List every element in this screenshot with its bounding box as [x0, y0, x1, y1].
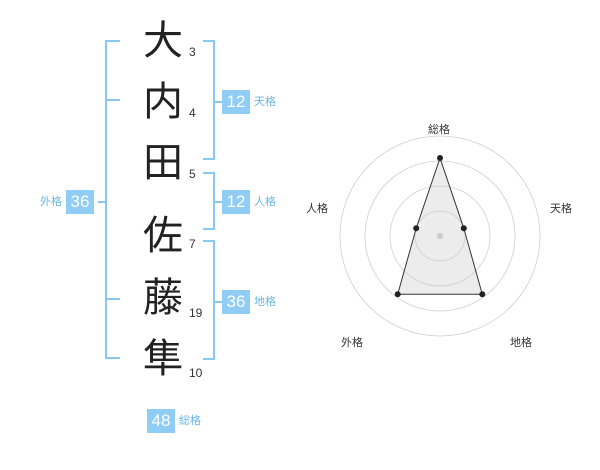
radar-point-5: [413, 225, 420, 232]
chikaku-bracket-vertical: [213, 240, 215, 360]
gaikaku-label: 外格: [40, 195, 62, 208]
chikaku-bracket-bottom: [203, 358, 214, 360]
jinkaku-bracket-stem: [214, 201, 222, 203]
chikaku-badge: 36 地格: [222, 290, 280, 314]
radar-ring-1: [414, 210, 466, 262]
radar-point-1: [437, 155, 443, 161]
jinkaku-label: 人格: [254, 195, 276, 208]
radar-polygon: [397, 156, 483, 295]
stroke-count-2: 4: [189, 106, 196, 120]
name-char-2: 内: [143, 79, 183, 125]
radar-label-chikaku: 地格: [510, 336, 532, 349]
radar-label-jinkaku: 人格: [306, 202, 328, 215]
tenkaku-bracket-top: [203, 40, 214, 42]
radar-ring-4: [339, 135, 541, 337]
radar-label-tenkaku: 天格: [550, 202, 572, 215]
name-char-3: 田: [143, 140, 183, 186]
gaikaku-bracket-bottom: [105, 357, 120, 359]
tenkaku-badge: 12 天格: [222, 90, 280, 114]
gaikaku-bracket-tick-2: [105, 298, 120, 300]
chikaku-bracket-top: [203, 240, 214, 242]
name-char-6: 隼: [143, 336, 183, 382]
name-char-1: 大: [143, 18, 183, 64]
chikaku-bracket-stem: [214, 301, 222, 303]
stroke-count-1: 3: [189, 45, 196, 59]
jinkaku-bracket-bottom: [203, 228, 214, 230]
radar-label-soukaku: 総格: [428, 123, 450, 136]
jinkaku-bracket-top: [203, 172, 214, 174]
stroke-count-4: 7: [189, 237, 196, 251]
tenkaku-bracket-bottom: [203, 158, 214, 160]
stroke-count-3: 5: [189, 167, 196, 181]
chikaku-label: 地格: [254, 295, 276, 308]
tenkaku-bracket-vertical: [213, 40, 215, 160]
chikaku-value: 36: [222, 290, 250, 314]
gaikaku-bracket-stem: [98, 201, 106, 203]
radar-point-3: [479, 291, 486, 298]
radar-center-dot: [437, 233, 443, 239]
radar-point-4: [394, 291, 401, 298]
tenkaku-bracket-stem: [214, 101, 222, 103]
radar-label-gaikaku: 外格: [341, 336, 363, 349]
gaikaku-bracket-tick-1: [105, 99, 120, 101]
soukaku-badge: 48 総格: [147, 409, 205, 433]
gaikaku-bracket-top: [105, 40, 120, 42]
soukaku-value: 48: [147, 409, 175, 433]
jinkaku-value: 12: [222, 190, 250, 214]
gaikaku-badge: 外格 36: [40, 190, 94, 214]
tenkaku-value: 12: [222, 90, 250, 114]
jinkaku-badge: 12 人格: [222, 190, 280, 214]
radar-point-2: [460, 225, 467, 232]
tenkaku-label: 天格: [254, 95, 276, 108]
stroke-count-5: 19: [189, 306, 203, 320]
soukaku-label: 総格: [179, 414, 201, 427]
name-char-5: 藤: [143, 275, 183, 321]
gaikaku-bracket-vertical: [105, 40, 107, 359]
stroke-count-6: 10: [189, 366, 203, 380]
radar-ring-2: [389, 185, 491, 287]
gaikaku-value: 36: [66, 190, 94, 214]
name-char-4: 佐: [143, 213, 183, 259]
